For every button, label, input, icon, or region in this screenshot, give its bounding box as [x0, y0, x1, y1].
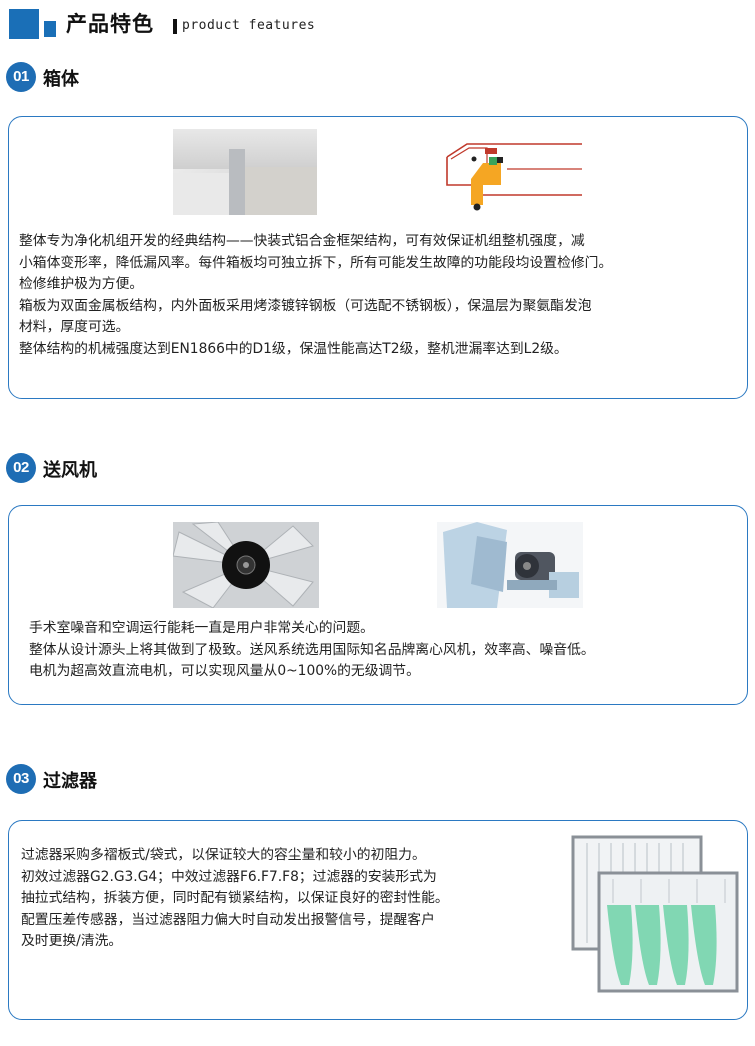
fan-impeller-photo [173, 522, 319, 608]
header-square-icon [9, 9, 39, 39]
paragraph-line: 过滤器采购多褶板式/袋式，以保证较大的容尘量和较小的初阻力。 [21, 847, 426, 863]
section-number-badge: 03 [6, 764, 36, 794]
section-title: 箱体 [43, 69, 79, 90]
paragraph-line: 配置压差传感器，当过滤器阻力偏大时自动发出报警信号，提醒客户 [21, 911, 435, 928]
fan-description: 手术室噪音和空调运行能耗一直是用户非常关心的问题。 整体从设计源头上将其做到了极… [29, 618, 749, 683]
page-header: 产品特色 product features [0, 0, 755, 52]
paragraph-line: 抽拉式结构，拆装方便，同时配有锁紧结构，以保证良好的密封性能。 [21, 890, 449, 906]
section-number-badge: 02 [6, 453, 36, 483]
fan-panel: 手术室噪音和空调运行能耗一直是用户非常关心的问题。 整体从设计源头上将其做到了极… [8, 505, 748, 705]
title-divider [173, 19, 177, 34]
centrifugal-fan-photo [437, 522, 583, 608]
header-small-square-icon [44, 21, 56, 37]
page-title: 产品特色 [66, 12, 154, 36]
filter-description: 过滤器采购多褶板式/袋式，以保证较大的容尘量和较小的初阻力。 初效过滤器G2.G… [21, 845, 569, 953]
paragraph-line: 材料，厚度可选。 [19, 319, 130, 335]
paragraph-line: 检修维护极为方便。 [19, 276, 144, 292]
cabinet-frame-photo [173, 129, 317, 215]
section-title: 送风机 [43, 460, 97, 481]
paragraph-line: 小箱体变形率，降低漏风率。每件箱板均可独立拆下，所有可能发生故障的功能段均设置检… [19, 254, 613, 271]
filter-products-photo [571, 835, 739, 993]
page-subtitle: product features [182, 18, 316, 33]
paragraph-line: 电机为超高效直流电机，可以实现风量从0~100%的无级调节。 [29, 663, 420, 679]
frame-profile-diagram [446, 143, 582, 211]
paragraph-line: 整体专为净化机组开发的经典结构——快装式铝合金框架结构，可有效保证机组整机强度，… [19, 233, 585, 249]
filter-panel: 过滤器采购多褶板式/袋式，以保证较大的容尘量和较小的初阻力。 初效过滤器G2.G… [8, 820, 748, 1020]
paragraph-line: 初效过滤器G2.G3.G4；中效过滤器F6.F7.F8；过滤器的安装形式为 [21, 868, 437, 885]
cabinet-description: 整体专为净化机组开发的经典结构——快装式铝合金框架结构，可有效保证机组整机强度，… [19, 231, 739, 360]
section-title: 过滤器 [43, 771, 97, 792]
paragraph-line: 整体结构的机械强度达到EN1866中的D1级，保温性能高达T2级，整机泄漏率达到… [19, 340, 568, 357]
section-number-badge: 01 [6, 62, 36, 92]
paragraph-line: 手术室噪音和空调运行能耗一直是用户非常关心的问题。 [29, 620, 374, 636]
cabinet-panel: 整体专为净化机组开发的经典结构——快装式铝合金框架结构，可有效保证机组整机强度，… [8, 116, 748, 399]
paragraph-line: 箱板为双面金属板结构，内外面板采用烤漆镀锌钢板（可选配不锈钢板），保温层为聚氨酯… [19, 297, 592, 314]
paragraph-line: 整体从设计源头上将其做到了极致。送风系统选用国际知名品牌离心风机，效率高、噪音低… [29, 641, 595, 658]
paragraph-line: 及时更换/清洗。 [21, 933, 123, 949]
